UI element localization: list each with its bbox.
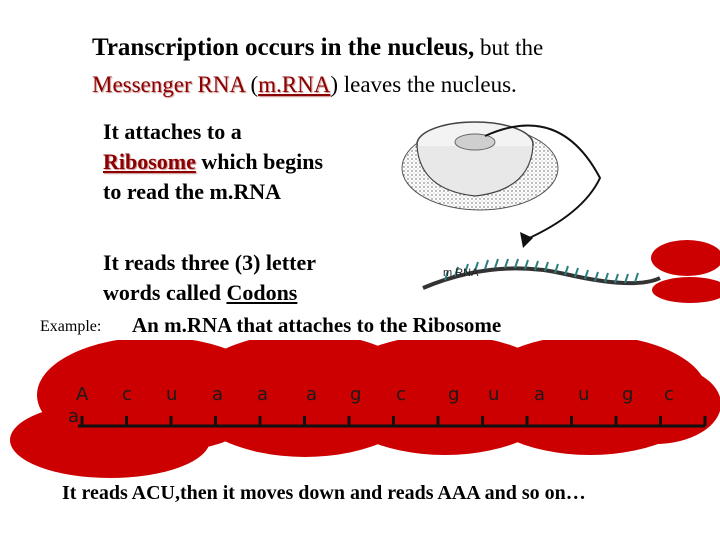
ribosome-text-block: It attaches to a Ribosome which begins t… — [103, 117, 323, 207]
ribosome-ellipse-6 — [10, 402, 210, 478]
nucleolus-shape — [454, 133, 496, 151]
mrna-abbr-label: m.RNA — [258, 72, 331, 97]
base-letter-10: u — [488, 384, 499, 405]
ribosome-ellipse-5 — [589, 364, 720, 444]
title-bold-part: Transcription occurs in the nucleus, — [92, 34, 475, 61]
ribosome-mrna-illustration: m.RNA — [422, 240, 720, 303]
ribosome-small-subunit — [652, 277, 720, 303]
base-letter-4: a — [212, 384, 223, 405]
ribosome-term: Ribosome — [103, 149, 196, 174]
codon-text-block: It reads three (3) letter words called C… — [103, 248, 316, 308]
ribosome-large-subunit — [651, 240, 720, 276]
stray-base-letter: a — [68, 406, 79, 427]
base-letter-1: A — [76, 384, 89, 405]
export-arrow-head — [520, 232, 533, 248]
mrna-strand-line — [422, 266, 661, 290]
title-line2-rest: ) leaves the nucleus. — [330, 72, 517, 97]
export-arrow-path — [484, 124, 602, 241]
example-description: An m.RNA that attaches to the Ribosome — [132, 313, 502, 337]
nucleus-side-shape — [416, 145, 534, 197]
messenger-rna-label: Messenger RNA — [92, 72, 245, 97]
mrna-bases-group — [444, 258, 639, 284]
base-letter-9: g — [448, 384, 459, 405]
base-letter-12: u — [578, 384, 589, 405]
codons-term: Codons — [226, 280, 298, 305]
base-letter-3: u — [166, 384, 177, 405]
slide-title-line2: Messenger RNA (m.RNA) leaves the nucleus… — [92, 72, 517, 98]
block1-line2-rest: which begins — [195, 149, 324, 174]
example-label: Example: — [40, 318, 102, 335]
block1-line1: It attaches to a — [103, 119, 242, 144]
footer-explanation: It reads ACU,then it moves down and read… — [62, 482, 586, 504]
block2-line2: words called Codons — [103, 278, 316, 308]
block1-line2: Ribosome which begins — [103, 147, 323, 177]
block2-line1: It reads three (3) letter — [103, 250, 316, 275]
base-ticks-group — [80, 416, 707, 426]
base-letter-11: a — [534, 384, 545, 405]
paren-open: ( — [244, 72, 259, 97]
ribosome-ellipses-group — [10, 340, 720, 478]
base-letter-7: g — [350, 384, 361, 405]
slide-title-line1: Transcription occurs in the nucleus, but… — [92, 34, 543, 62]
base-letter-5: a — [257, 384, 268, 405]
base-letter-8: c — [396, 384, 406, 405]
base-letter-6: a — [306, 384, 317, 405]
block2-line2-start: words called — [103, 280, 227, 305]
mrna-diagram-label: m.RNA — [443, 267, 479, 279]
cell-nucleus-illustration — [401, 121, 602, 248]
base-letter-13: g — [622, 384, 633, 405]
title-rest-part: but the — [474, 35, 544, 60]
base-letter-2: c — [122, 384, 132, 405]
block1-line3: to read the m.RNA — [103, 179, 282, 204]
base-letter-14: c — [664, 384, 674, 405]
